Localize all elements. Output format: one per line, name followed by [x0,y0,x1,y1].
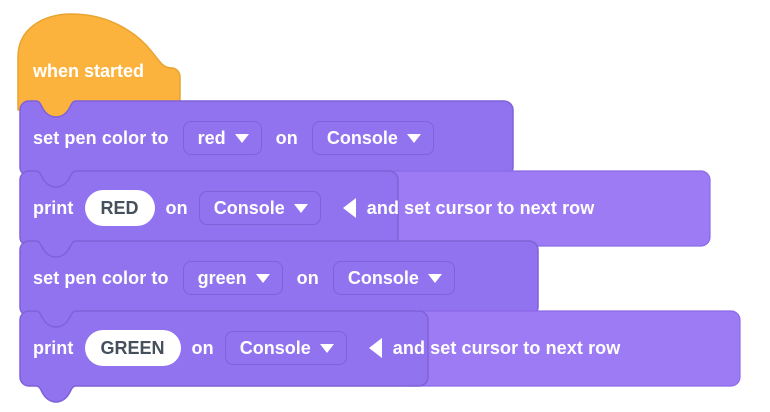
target-dropdown-row3[interactable]: Console [332,261,455,295]
set-pen-color-to-label-row3: set pen color to [33,268,169,288]
print-green-row: print GREEN on Console and set cursor to… [33,326,620,370]
pen-color-dropdown-green-value: green [197,268,247,288]
set-pen-color-red-row: set pen color to red on Console [33,116,434,160]
pen-color-dropdown-red[interactable]: red [182,121,262,155]
triangle-left-icon [342,198,356,218]
set-pen-color-green-row: set pen color to green on Console [33,256,455,300]
target-dropdown-row1[interactable]: Console [311,121,434,155]
print-text-literal-green-value: GREEN [100,338,165,358]
set-pen-color-to-label: set pen color to [33,128,169,148]
on-label-row4: on [191,338,214,358]
chevron-down-icon [234,133,249,143]
pen-color-dropdown-red-value: red [197,128,226,148]
on-label-row1: on [275,128,298,148]
and-set-cursor-label-row4: and set cursor to next row [392,338,621,358]
print-label-row2: print [33,198,74,218]
target-dropdown-row1-value: Console [326,128,398,148]
target-dropdown-row4[interactable]: Console [224,331,347,365]
chevron-down-icon [427,273,442,283]
and-set-cursor-label-row2: and set cursor to next row [366,198,595,218]
chevron-down-icon [406,133,421,143]
chevron-down-icon [255,273,270,283]
print-text-literal-red[interactable]: RED [84,190,155,226]
when-started-label: when started [33,61,145,81]
target-dropdown-row2[interactable]: Console [198,191,321,225]
on-label-row3: on [296,268,319,288]
print-red-row: print RED on Console and set cursor to n… [33,186,594,230]
print-text-literal-green[interactable]: GREEN [84,330,181,366]
chevron-down-icon [293,203,308,213]
target-dropdown-row2-value: Console [213,198,285,218]
pen-color-dropdown-green[interactable]: green [182,261,283,295]
print-label-row4: print [33,338,74,358]
print-text-literal-red-value: RED [100,198,139,218]
target-dropdown-row3-value: Console [347,268,419,288]
triangle-left-icon [368,338,382,358]
target-dropdown-row4-value: Console [239,338,311,358]
chevron-down-icon [319,343,334,353]
on-label-row2: on [165,198,188,218]
